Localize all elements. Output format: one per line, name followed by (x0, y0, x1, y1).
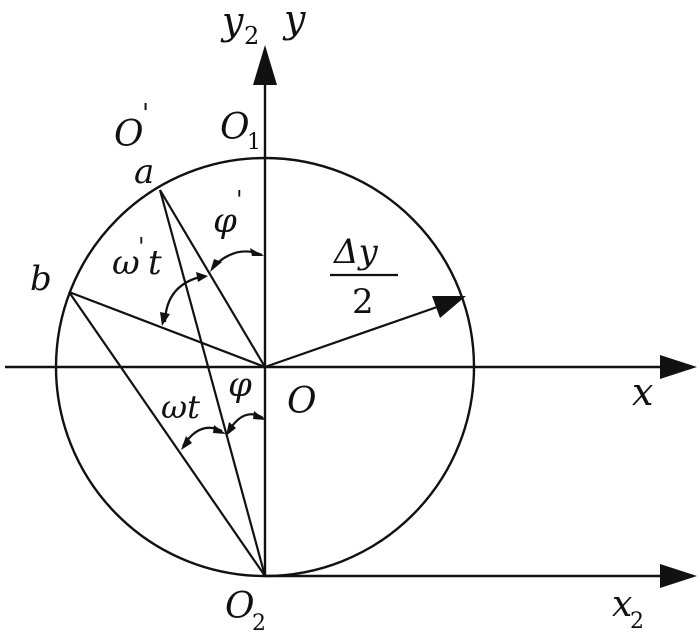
label-phi-prime: φ (213, 201, 237, 241)
label-phi-prime-mark: ' (236, 186, 243, 214)
line-O-a (159, 189, 266, 368)
label-O2: O (225, 586, 255, 627)
phi-prime-arrow-left-icon (210, 259, 222, 272)
label-O: O (287, 381, 317, 422)
line-O2-b (68, 291, 266, 577)
label-x2-sub: 2 (630, 609, 644, 634)
radius-vector (264, 304, 441, 369)
label-y: y (282, 0, 306, 41)
phi-prime-arrow-right-icon (250, 248, 264, 256)
omega-prime-t-arrow-lower-icon (160, 312, 170, 326)
x2-axis-arrow-icon (660, 564, 697, 588)
label-O2-sub: 2 (252, 611, 266, 636)
label-delta-y-den: 2 (352, 282, 374, 322)
label-omega-prime-t: t (148, 243, 162, 283)
line-O-b (68, 290, 266, 369)
y-axis-arrow-icon (253, 45, 277, 85)
omega-t-arrow-left-icon (181, 436, 192, 450)
label-x: x (632, 370, 653, 414)
label-a: a (134, 152, 154, 192)
label-O-prime-mark: ' (142, 99, 149, 129)
omega-t-arrow-right-icon (213, 425, 226, 434)
radius-arrow-icon (432, 296, 466, 318)
label-x2: x (612, 584, 632, 625)
omega-prime-t-arc (163, 274, 205, 323)
label-delta-y: Δy (332, 232, 379, 272)
x-axis-arrow-icon (660, 355, 697, 379)
label-phi: φ (228, 365, 252, 405)
phi-arrow-left-icon (226, 422, 236, 436)
phi-arrow-right-icon (253, 411, 266, 420)
label-omega-prime-mark: ' (138, 233, 145, 261)
label-y2-sub: 2 (244, 22, 259, 50)
label-omega-t: ωt (161, 388, 200, 426)
label-omega-prime: ω (112, 243, 140, 283)
omega-prime-t-arrow-upper-icon (196, 272, 208, 282)
label-y2: y (220, 0, 244, 43)
label-O1: O (220, 107, 250, 148)
label-b: b (30, 259, 52, 299)
label-O-prime: O (114, 114, 144, 155)
label-O1-sub: 1 (247, 130, 261, 155)
line-O2-a (158, 189, 267, 577)
